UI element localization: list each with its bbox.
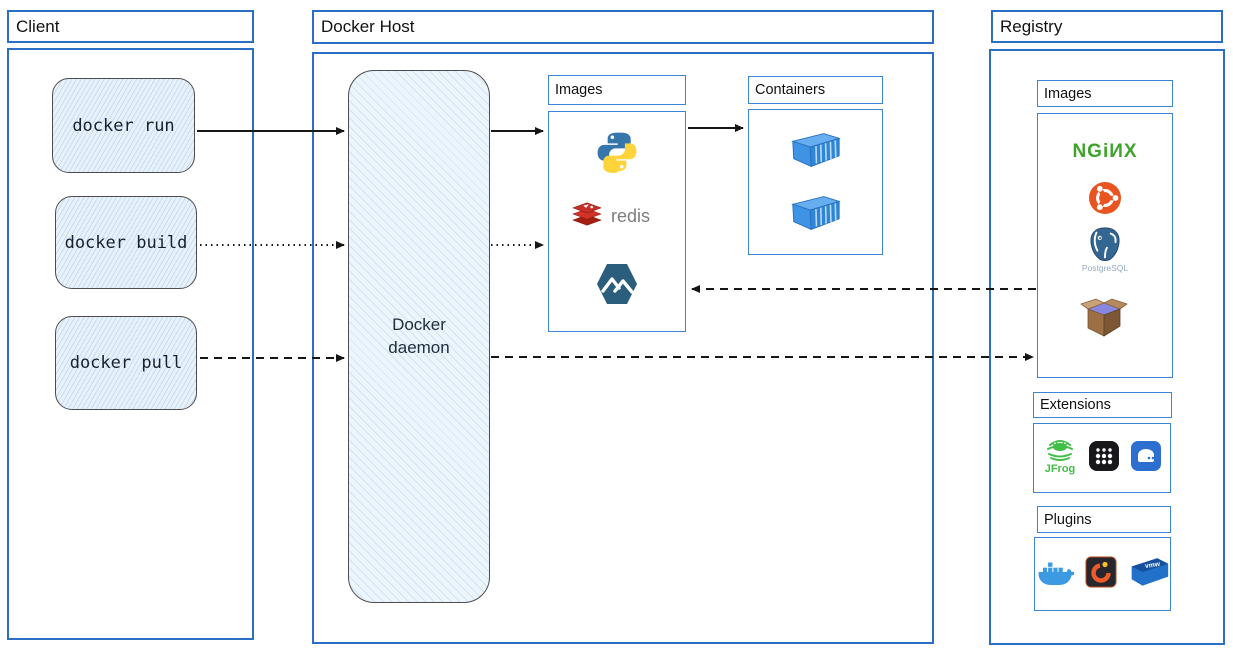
package-box-icon bbox=[1079, 296, 1129, 338]
plugins-panel: vmw bbox=[1034, 537, 1171, 611]
redis-icon bbox=[570, 200, 604, 233]
redis-image-row: redis bbox=[570, 201, 650, 231]
containers-title-bar: Containers bbox=[748, 76, 883, 104]
host-images-title: Images bbox=[555, 82, 603, 98]
docker-run-label: docker run bbox=[72, 115, 175, 136]
dots-grid-icon bbox=[1088, 440, 1120, 477]
docker-build-node: docker build bbox=[55, 196, 197, 289]
container-icon bbox=[786, 129, 844, 171]
redis-label: redis bbox=[611, 205, 651, 226]
svg-text:vmw: vmw bbox=[1144, 560, 1161, 569]
docker-daemon-label: Docker daemon bbox=[388, 314, 450, 357]
container-icon bbox=[786, 192, 844, 234]
registry-title-bar: Registry bbox=[991, 10, 1223, 43]
containers-title: Containers bbox=[755, 82, 826, 98]
client-title-bar: Client bbox=[7, 10, 254, 43]
vmware-icon: vmw bbox=[1128, 553, 1170, 596]
postgresql-label: PostgreSQL bbox=[1081, 263, 1129, 273]
extensions-panel: JFrog bbox=[1033, 423, 1171, 493]
plugins-title: Plugins bbox=[1044, 511, 1092, 528]
docker-pull-node: docker pull bbox=[55, 316, 197, 410]
python-icon bbox=[593, 128, 641, 176]
extensions-title: Extensions bbox=[1040, 397, 1111, 413]
ubuntu-icon bbox=[1088, 181, 1122, 215]
registry-images-title: Images bbox=[1044, 85, 1092, 102]
nginx-logo: NGiИX bbox=[1072, 141, 1138, 162]
docker-daemon-node: Docker daemon bbox=[348, 70, 490, 603]
extensions-title-bar: Extensions bbox=[1033, 392, 1172, 418]
docker-pull-label: docker pull bbox=[69, 353, 183, 373]
alpine-icon bbox=[594, 261, 640, 307]
host-images-title-bar: Images bbox=[548, 75, 686, 105]
grafana-icon bbox=[1085, 556, 1117, 593]
registry-images-title-bar: Images bbox=[1037, 80, 1173, 107]
docker-whale-icon bbox=[1036, 556, 1076, 593]
docker-host-title-bar: Docker Host bbox=[312, 10, 934, 44]
plugins-title-bar: Plugins bbox=[1037, 506, 1171, 533]
docker-run-node: docker run bbox=[52, 78, 195, 173]
client-title: Client bbox=[16, 16, 60, 36]
svg-text:JFrog: JFrog bbox=[1045, 463, 1076, 475]
postgresql-icon bbox=[1085, 226, 1125, 264]
docker-host-title: Docker Host bbox=[321, 17, 415, 36]
docker-build-label: docker build bbox=[64, 232, 188, 253]
containers-panel bbox=[748, 109, 883, 255]
jfrog-icon: JFrog bbox=[1042, 435, 1078, 482]
drive-icon bbox=[1130, 440, 1162, 477]
registry-title: Registry bbox=[1000, 16, 1063, 36]
